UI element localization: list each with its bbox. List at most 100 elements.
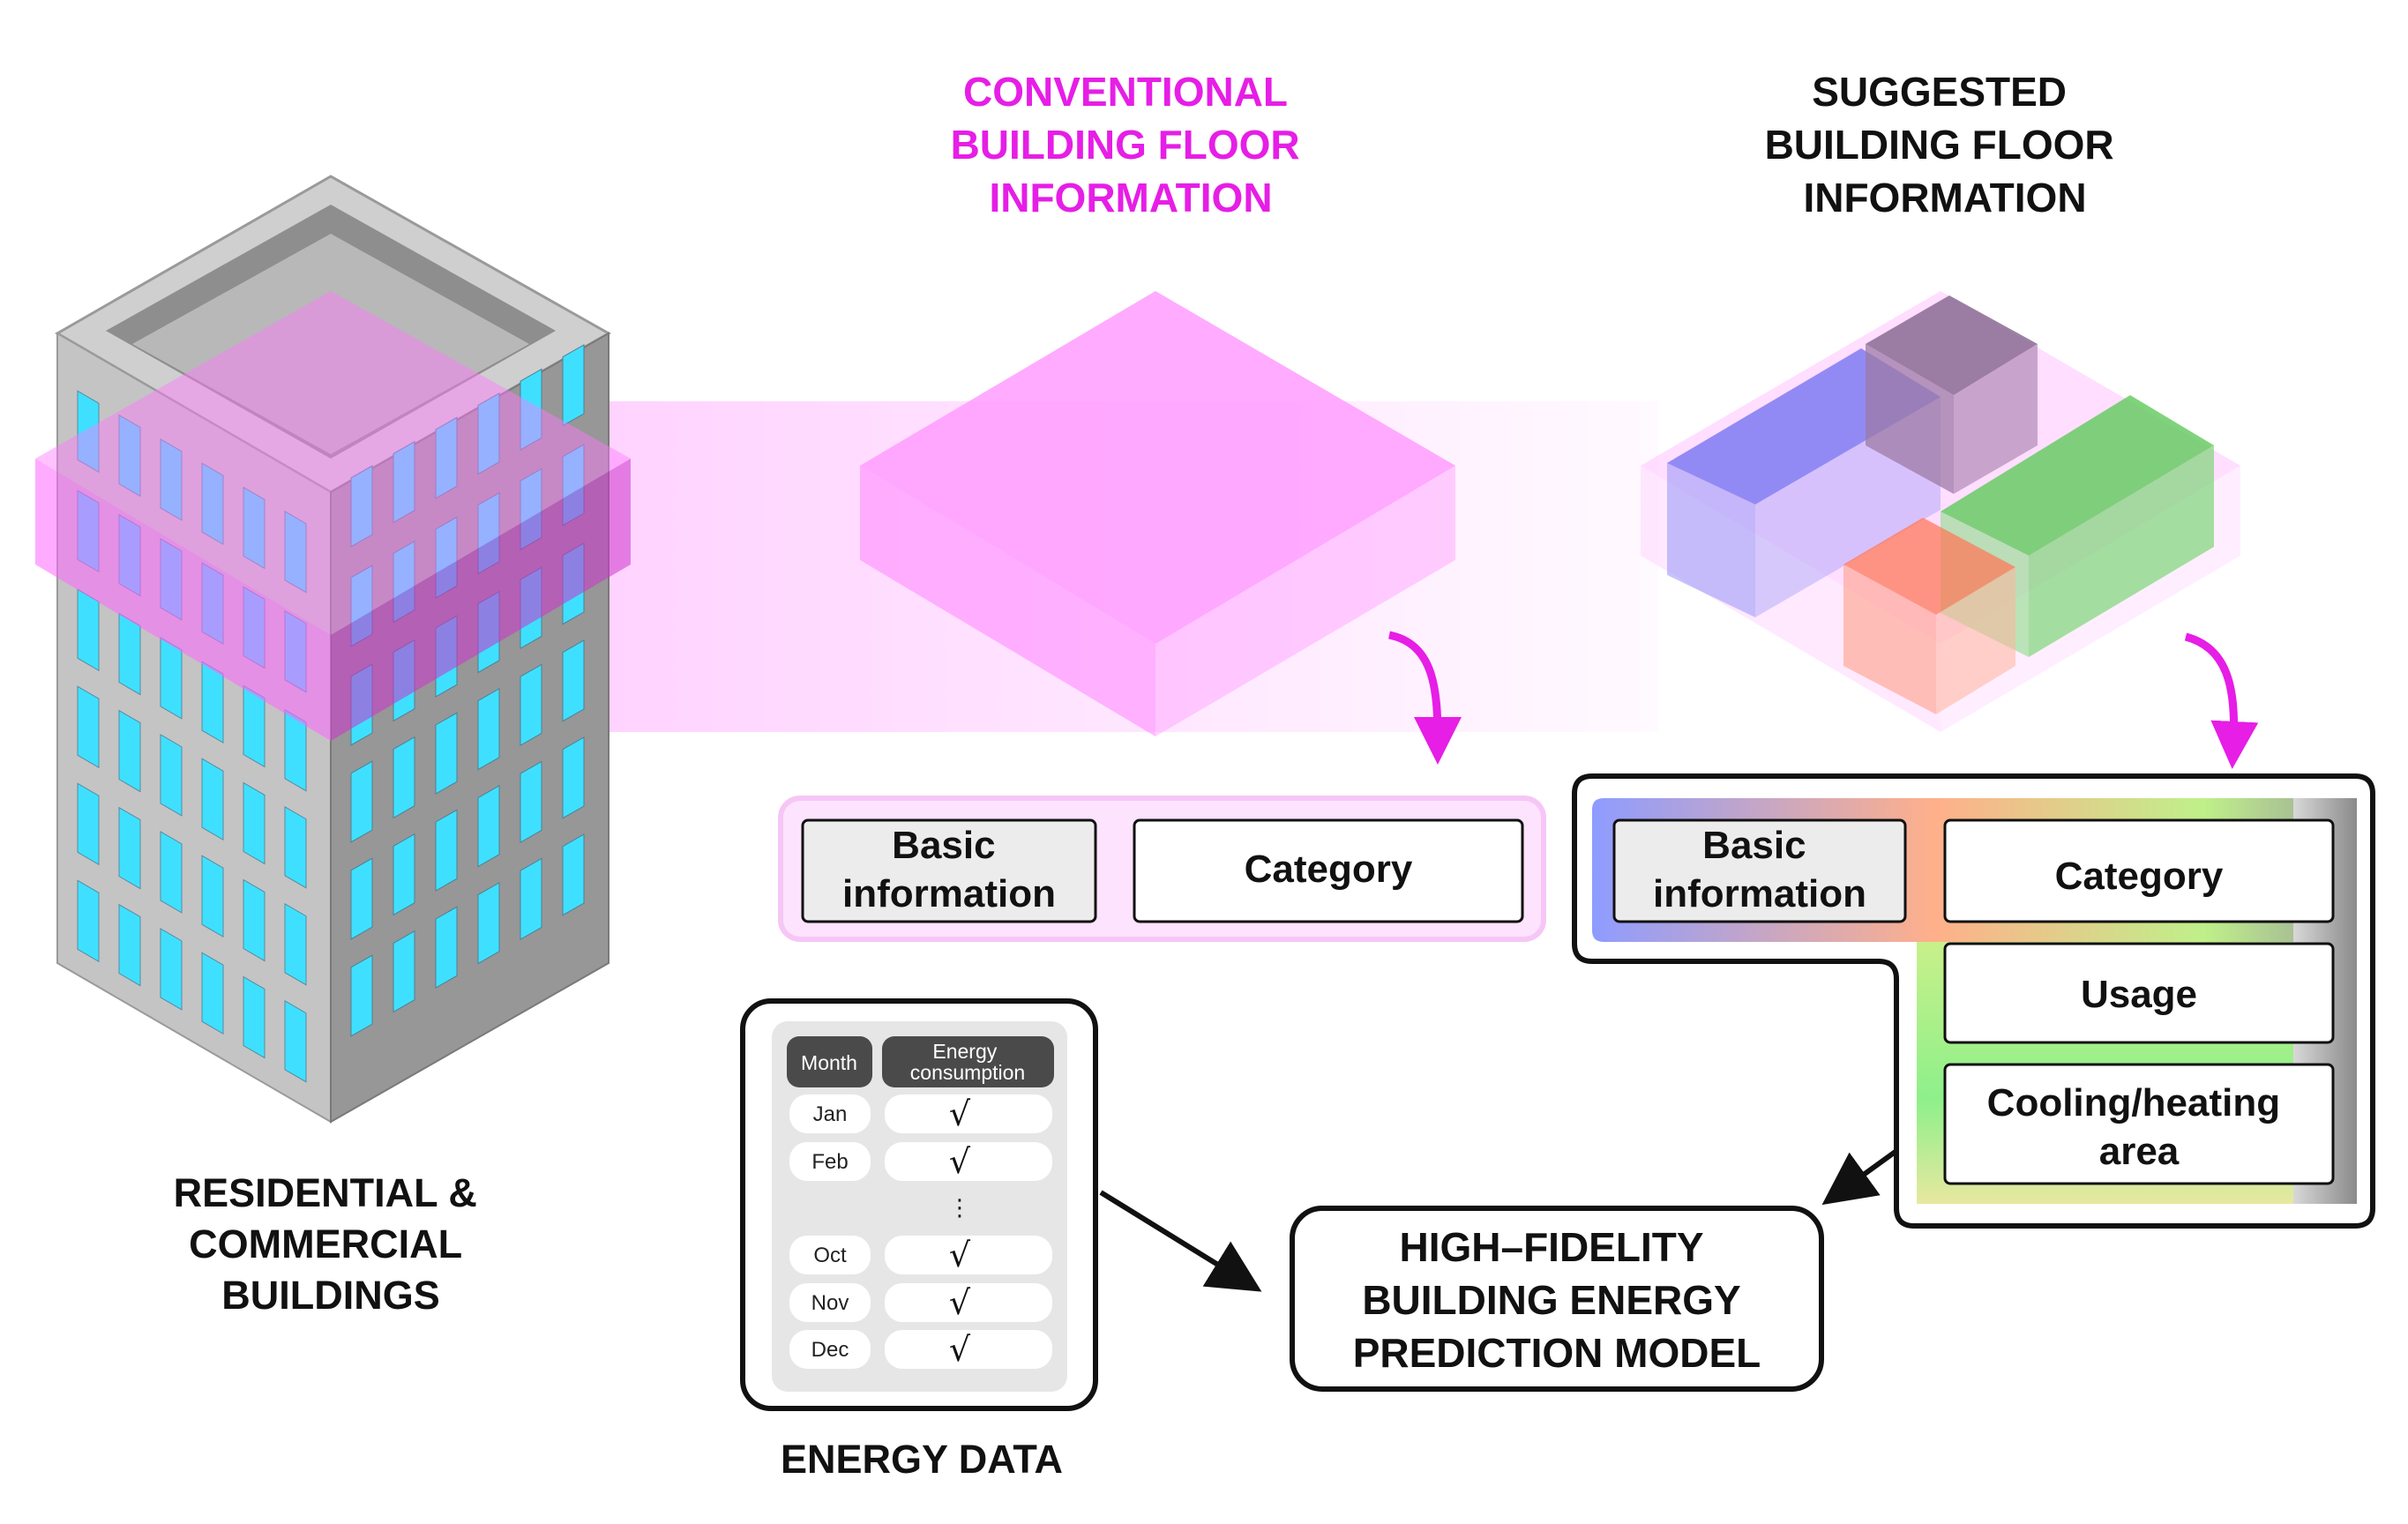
window-pane: [243, 486, 265, 570]
window-pane: [243, 975, 265, 1059]
energy-table-value-cell: [885, 1094, 1052, 1133]
window-pane: [284, 999, 307, 1083]
window-pane: [350, 954, 373, 1037]
suggested-cooling-heating-area: Cooling/heating area: [1987, 1081, 2292, 1173]
window-pane: [435, 906, 458, 989]
window-pane: [77, 390, 100, 474]
energy-table-value-cell: [885, 1330, 1052, 1369]
window-pane: [160, 438, 183, 521]
window-pane: [160, 831, 183, 914]
window-pane: [435, 809, 458, 892]
energy-table-month-cell: [789, 1330, 871, 1369]
window-pane: [160, 734, 183, 817]
zoned-floor-icon: [1641, 291, 2240, 732]
energy-table-rows: Jan√Feb√⋮Oct√Nov√Dec√: [789, 1094, 1052, 1369]
highlighted-floor-band-top: [35, 291, 631, 635]
window-pane: [435, 712, 458, 795]
energy-table-month-cell: [789, 1094, 871, 1133]
window-pane: [118, 612, 141, 696]
energy-table-month: Oct: [813, 1244, 847, 1267]
window-pane: [562, 639, 585, 722]
energy-table-month: Dec: [811, 1338, 849, 1362]
energy-table-value-cell: [885, 1283, 1052, 1322]
window-pane: [477, 687, 500, 771]
conventional-basic-information: Basic information: [842, 824, 1056, 915]
caption-suggested: SUGGESTED BUILDING FLOOR INFORMATION: [1765, 69, 2126, 220]
window-pane: [350, 760, 373, 843]
checkmark-icon: √: [949, 1283, 971, 1322]
energy-table-value-cell: [885, 1236, 1052, 1274]
zone-green: [1941, 395, 2214, 556]
curved-arrow-icon: [2184, 632, 2259, 769]
arrow-icon: [1099, 1190, 1262, 1292]
window-pane: [520, 760, 542, 844]
window-pane: [393, 833, 415, 916]
window-pane: [477, 784, 500, 868]
caption-energy-data: ENERGY DATA: [781, 1437, 1063, 1482]
window-pane: [118, 414, 141, 497]
building-icon: [35, 175, 1658, 1124]
prediction-model-label: HIGH–FIDELITY BUILDING ENERGY PREDICTION…: [1353, 1224, 1761, 1376]
window-pane: [284, 902, 307, 986]
window-pane: [520, 857, 542, 941]
caption-buildings: RESIDENTIAL & COMMERCIAL BUILDINGS: [174, 1170, 489, 1318]
window-pane: [393, 930, 415, 1013]
window-pane: [562, 736, 585, 819]
window-pane: [201, 758, 224, 841]
window-pane: [201, 855, 224, 938]
window-pane: [118, 903, 141, 987]
prediction-model-box: [1290, 1206, 1824, 1392]
caption-conventional: CONVENTIONAL BUILDING FLOOR INFORMATION: [951, 69, 1312, 220]
highlighted-floor-band: [35, 459, 331, 741]
window-pane: [243, 878, 265, 962]
window-pane: [118, 806, 141, 890]
building-roof-floor: [132, 234, 529, 454]
window-pane: [243, 781, 265, 865]
ellipsis-icon: ⋮: [948, 1195, 971, 1221]
window-pane: [118, 709, 141, 793]
energy-table-header-energy: Energy consumption: [910, 1040, 1025, 1084]
floor-slab-icon: [860, 291, 1455, 736]
window-pane: [520, 663, 542, 747]
window-pane: [77, 782, 100, 866]
window-pane: [350, 465, 373, 548]
window-pane: [520, 368, 542, 452]
energy-table-month: Nov: [811, 1291, 849, 1315]
energy-table-header-month: Month: [801, 1051, 857, 1074]
window-pane: [477, 392, 500, 475]
window-pane: [201, 952, 224, 1035]
suggested-info-box: [1572, 773, 2375, 1229]
highlighted-floor-band-right: [331, 459, 631, 741]
suggested-usage: Usage: [2081, 973, 2197, 1016]
suggested-category: Category: [2055, 855, 2224, 898]
arrow-icon: [1821, 1148, 1898, 1206]
window-pane: [562, 344, 585, 427]
zone-purple: [1866, 295, 2038, 395]
energy-table-month-cell: [789, 1283, 871, 1322]
window-pane: [393, 440, 415, 524]
curved-arrow-icon: [1387, 631, 1462, 765]
energy-table-month: Jan: [813, 1102, 848, 1126]
energy-table-month-cell: [789, 1142, 871, 1181]
zone-orange: [1843, 518, 2015, 615]
window-pane: [284, 510, 307, 594]
suggested-basic-information: Basic information: [1653, 824, 1866, 915]
window-pane: [284, 805, 307, 889]
conventional-info-box: [778, 796, 1546, 942]
window-pane: [77, 685, 100, 769]
conventional-category: Category: [1245, 848, 1413, 891]
checkmark-icon: √: [949, 1094, 971, 1133]
checkmark-icon: √: [949, 1330, 971, 1369]
window-pane: [77, 879, 100, 963]
energy-table-month-cell: [789, 1236, 871, 1274]
window-pane: [477, 881, 500, 965]
energy-table-value-cell: [885, 1142, 1052, 1181]
energy-table-month: Feb: [811, 1150, 848, 1174]
window-pane: [393, 736, 415, 819]
window-pane: [562, 833, 585, 916]
window-pane: [201, 462, 224, 546]
window-pane: [77, 588, 100, 672]
window-pane: [160, 928, 183, 1011]
checkmark-icon: √: [949, 1236, 971, 1274]
